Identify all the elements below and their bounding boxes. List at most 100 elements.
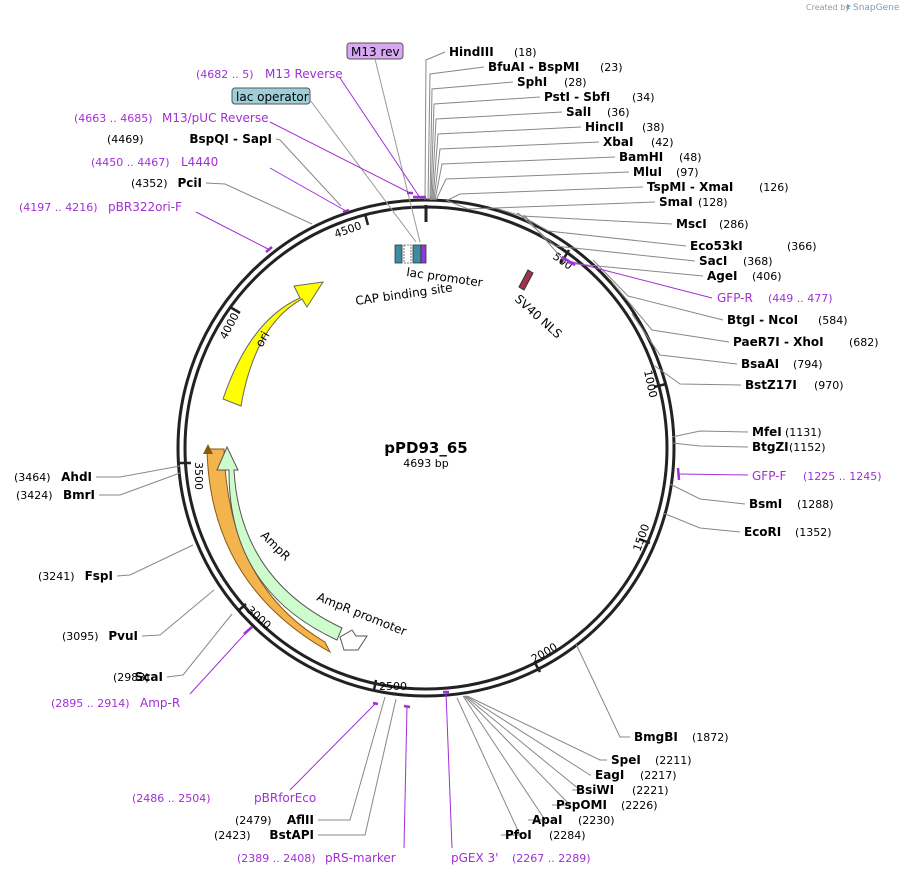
site-name-bmgbi[interactable]: BmgBI	[634, 730, 678, 744]
site-name-pvui[interactable]: PvuI	[108, 629, 138, 643]
site-name-bsiwi[interactable]: BsiWI	[576, 783, 614, 797]
site-agei[interactable]: (406)AgeI	[707, 269, 782, 283]
site-paer7i[interactable]: (682)PaeR7I - XhoI	[733, 335, 879, 349]
site-name-pfoi[interactable]: PfoI	[505, 828, 532, 842]
cap-binding-site-box[interactable]	[394, 244, 403, 264]
m13-rev-box[interactable]	[420, 244, 427, 264]
feature-ampr-promoter[interactable]: AmpR promoter	[315, 590, 409, 651]
primer-name-m13-reverse[interactable]: M13 Reverse	[265, 67, 343, 81]
primer-name-m13-puc-reverse[interactable]: M13/pUC Reverse	[162, 111, 269, 125]
site-name-pcii[interactable]: PciI	[178, 176, 203, 190]
primer-prs-marker[interactable]: pRS-marker(2389 .. 2408)	[237, 851, 396, 865]
site-ecori[interactable]: (1352)EcoRI	[744, 525, 832, 539]
site-name-bspqi[interactable]: BspQI - SapI	[189, 132, 272, 146]
site-name-tspmi[interactable]: TspMI - XmaI	[647, 180, 733, 194]
site-bsiwi[interactable]: (2221)BsiWI	[576, 783, 669, 797]
primer-name-l4440[interactable]: L4440	[181, 155, 218, 169]
site-name-pspomi[interactable]: PspOMI	[556, 798, 607, 812]
site-name-paer7i[interactable]: PaeR7I - XhoI	[733, 335, 824, 349]
site-bsaai[interactable]: (794)BsaAI	[741, 357, 823, 371]
site-btgzi[interactable]: (1152)BtgZI	[752, 440, 826, 454]
site-name-bsaai[interactable]: BsaAI	[741, 357, 779, 371]
site-spei[interactable]: (2211)SpeI	[611, 753, 692, 767]
site-name-ahdi[interactable]: AhdI	[61, 470, 92, 484]
site-name-bmri[interactable]: BmrI	[63, 488, 95, 502]
site-name-sphi[interactable]: SphI	[517, 75, 547, 89]
site-name-mlui[interactable]: MluI	[633, 165, 662, 179]
site-bstapi[interactable]: (2423)BstAPI	[214, 828, 314, 842]
ori-arrow[interactable]	[222, 281, 325, 407]
site-aflii[interactable]: (2479)AflII	[235, 813, 314, 827]
site-name-agei[interactable]: AgeI	[707, 269, 737, 283]
site-mfei[interactable]: (1131)MfeI	[752, 425, 822, 439]
m13-rev-callout[interactable]: M13 rev	[346, 42, 421, 243]
site-name-ecori[interactable]: EcoRI	[744, 525, 781, 539]
primer-name-prs-marker[interactable]: pRS-marker	[325, 851, 396, 865]
site-xbai[interactable]: (42)XbaI	[603, 135, 674, 149]
site-eco53ki[interactable]: (366)Eco53kI	[690, 239, 817, 253]
lac-operator-box[interactable]	[412, 244, 422, 264]
site-apai[interactable]: (2230)ApaI	[532, 813, 615, 827]
site-pfoi[interactable]: (2284)PfoI	[505, 828, 586, 842]
ampr-promoter-arrow[interactable]	[339, 629, 368, 651]
site-bstz17i[interactable]: (970)BstZ17I	[745, 378, 844, 392]
primer-name-pgex-3[interactable]: pGEX 3'	[451, 851, 498, 865]
site-name-bstz17i[interactable]: BstZ17I	[745, 378, 797, 392]
primer-pbr322ori-f[interactable]: pBR322ori-F(4197 .. 4216)	[19, 200, 182, 214]
sv40-arrow[interactable]	[518, 269, 534, 291]
site-pcii[interactable]: (4352)PciI	[131, 176, 202, 190]
site-name-bstapi[interactable]: BstAPI	[269, 828, 314, 842]
site-saci[interactable]: (368)SacI	[699, 254, 773, 268]
site-name-bamhi[interactable]: BamHI	[619, 150, 663, 164]
site-tspmi[interactable]: (126)TspMI - XmaI	[647, 180, 789, 194]
site-hindiii[interactable]: (18)HindIII	[449, 45, 537, 59]
site-name-smai[interactable]: SmaI	[659, 195, 693, 209]
primer-gfp-r[interactable]: GFP-R(449 .. 477)	[717, 291, 833, 305]
site-name-bsmi[interactable]: BsmI	[749, 497, 782, 511]
site-name-saci[interactable]: SacI	[699, 254, 727, 268]
primer-m13-reverse[interactable]: M13 Reverse(4682 .. 5)	[196, 67, 343, 81]
site-msci[interactable]: (286)MscI	[676, 217, 749, 231]
feature-sv40[interactable]: SV40 NLS	[512, 269, 565, 341]
ampr-arrow[interactable]	[216, 445, 343, 641]
site-name-btgi[interactable]: BtgI - NcoI	[727, 313, 798, 327]
site-btgi[interactable]: (584)BtgI - NcoI	[727, 313, 848, 327]
primer-pgex-3[interactable]: pGEX 3'(2267 .. 2289)	[451, 851, 591, 865]
lac-promoter-box[interactable]	[403, 244, 412, 264]
site-mlui[interactable]: (97)MluI	[633, 165, 699, 179]
site-scai[interactable]: (2983)ScaI	[113, 670, 163, 684]
site-name-apai[interactable]: ApaI	[532, 813, 562, 827]
site-psti[interactable]: (34)PstI - SbfI	[544, 90, 655, 104]
site-bfuai[interactable]: (23)BfuAI - BspMI	[488, 60, 623, 74]
primer-gfp-f[interactable]: GFP-F(1225 .. 1245)	[752, 469, 882, 483]
feature-ori[interactable]: ori	[222, 281, 325, 407]
site-name-sali[interactable]: SalI	[566, 105, 591, 119]
site-name-bfuai[interactable]: BfuAI - BspMI	[488, 60, 579, 74]
site-name-mfei[interactable]: MfeI	[752, 425, 782, 439]
site-bmri[interactable]: (3424)BmrI	[16, 488, 95, 502]
site-eagi[interactable]: (2217)EagI	[595, 768, 677, 782]
site-name-aflii[interactable]: AflII	[287, 813, 314, 827]
primer-l4440[interactable]: L4440(4450 .. 4467)	[91, 155, 218, 169]
site-name-btgzi[interactable]: BtgZI	[752, 440, 789, 454]
site-pvui[interactable]: (3095)PvuI	[62, 629, 138, 643]
site-bspqi[interactable]: (4469)BspQI - SapI	[107, 132, 272, 146]
site-name-hincii[interactable]: HincII	[585, 120, 624, 134]
site-name-eagi[interactable]: EagI	[595, 768, 624, 782]
primer-name-gfp-f[interactable]: GFP-F	[752, 469, 787, 483]
site-bamhi[interactable]: (48)BamHI	[619, 150, 702, 164]
site-fspi[interactable]: (3241)FspI	[38, 569, 113, 583]
primer-pbrforeco[interactable]: pBRforEco(2486 .. 2504)	[132, 791, 316, 805]
site-name-eco53ki[interactable]: Eco53kI	[690, 239, 743, 253]
site-name-spei[interactable]: SpeI	[611, 753, 641, 767]
site-name-scai[interactable]: ScaI	[135, 670, 163, 684]
primer-m13-puc-reverse[interactable]: M13/pUC Reverse(4663 .. 4685)	[74, 111, 269, 125]
site-name-hindiii[interactable]: HindIII	[449, 45, 494, 59]
site-sali[interactable]: (36)SalI	[566, 105, 630, 119]
feature-lac[interactable]: lac promoter CAP binding site	[354, 244, 484, 308]
site-name-psti[interactable]: PstI - SbfI	[544, 90, 610, 104]
site-ahdi[interactable]: (3464)AhdI	[14, 470, 92, 484]
site-name-msci[interactable]: MscI	[676, 217, 707, 231]
primer-amp-r[interactable]: Amp-R(2895 .. 2914)	[51, 696, 180, 710]
site-hincii[interactable]: (38)HincII	[585, 120, 665, 134]
